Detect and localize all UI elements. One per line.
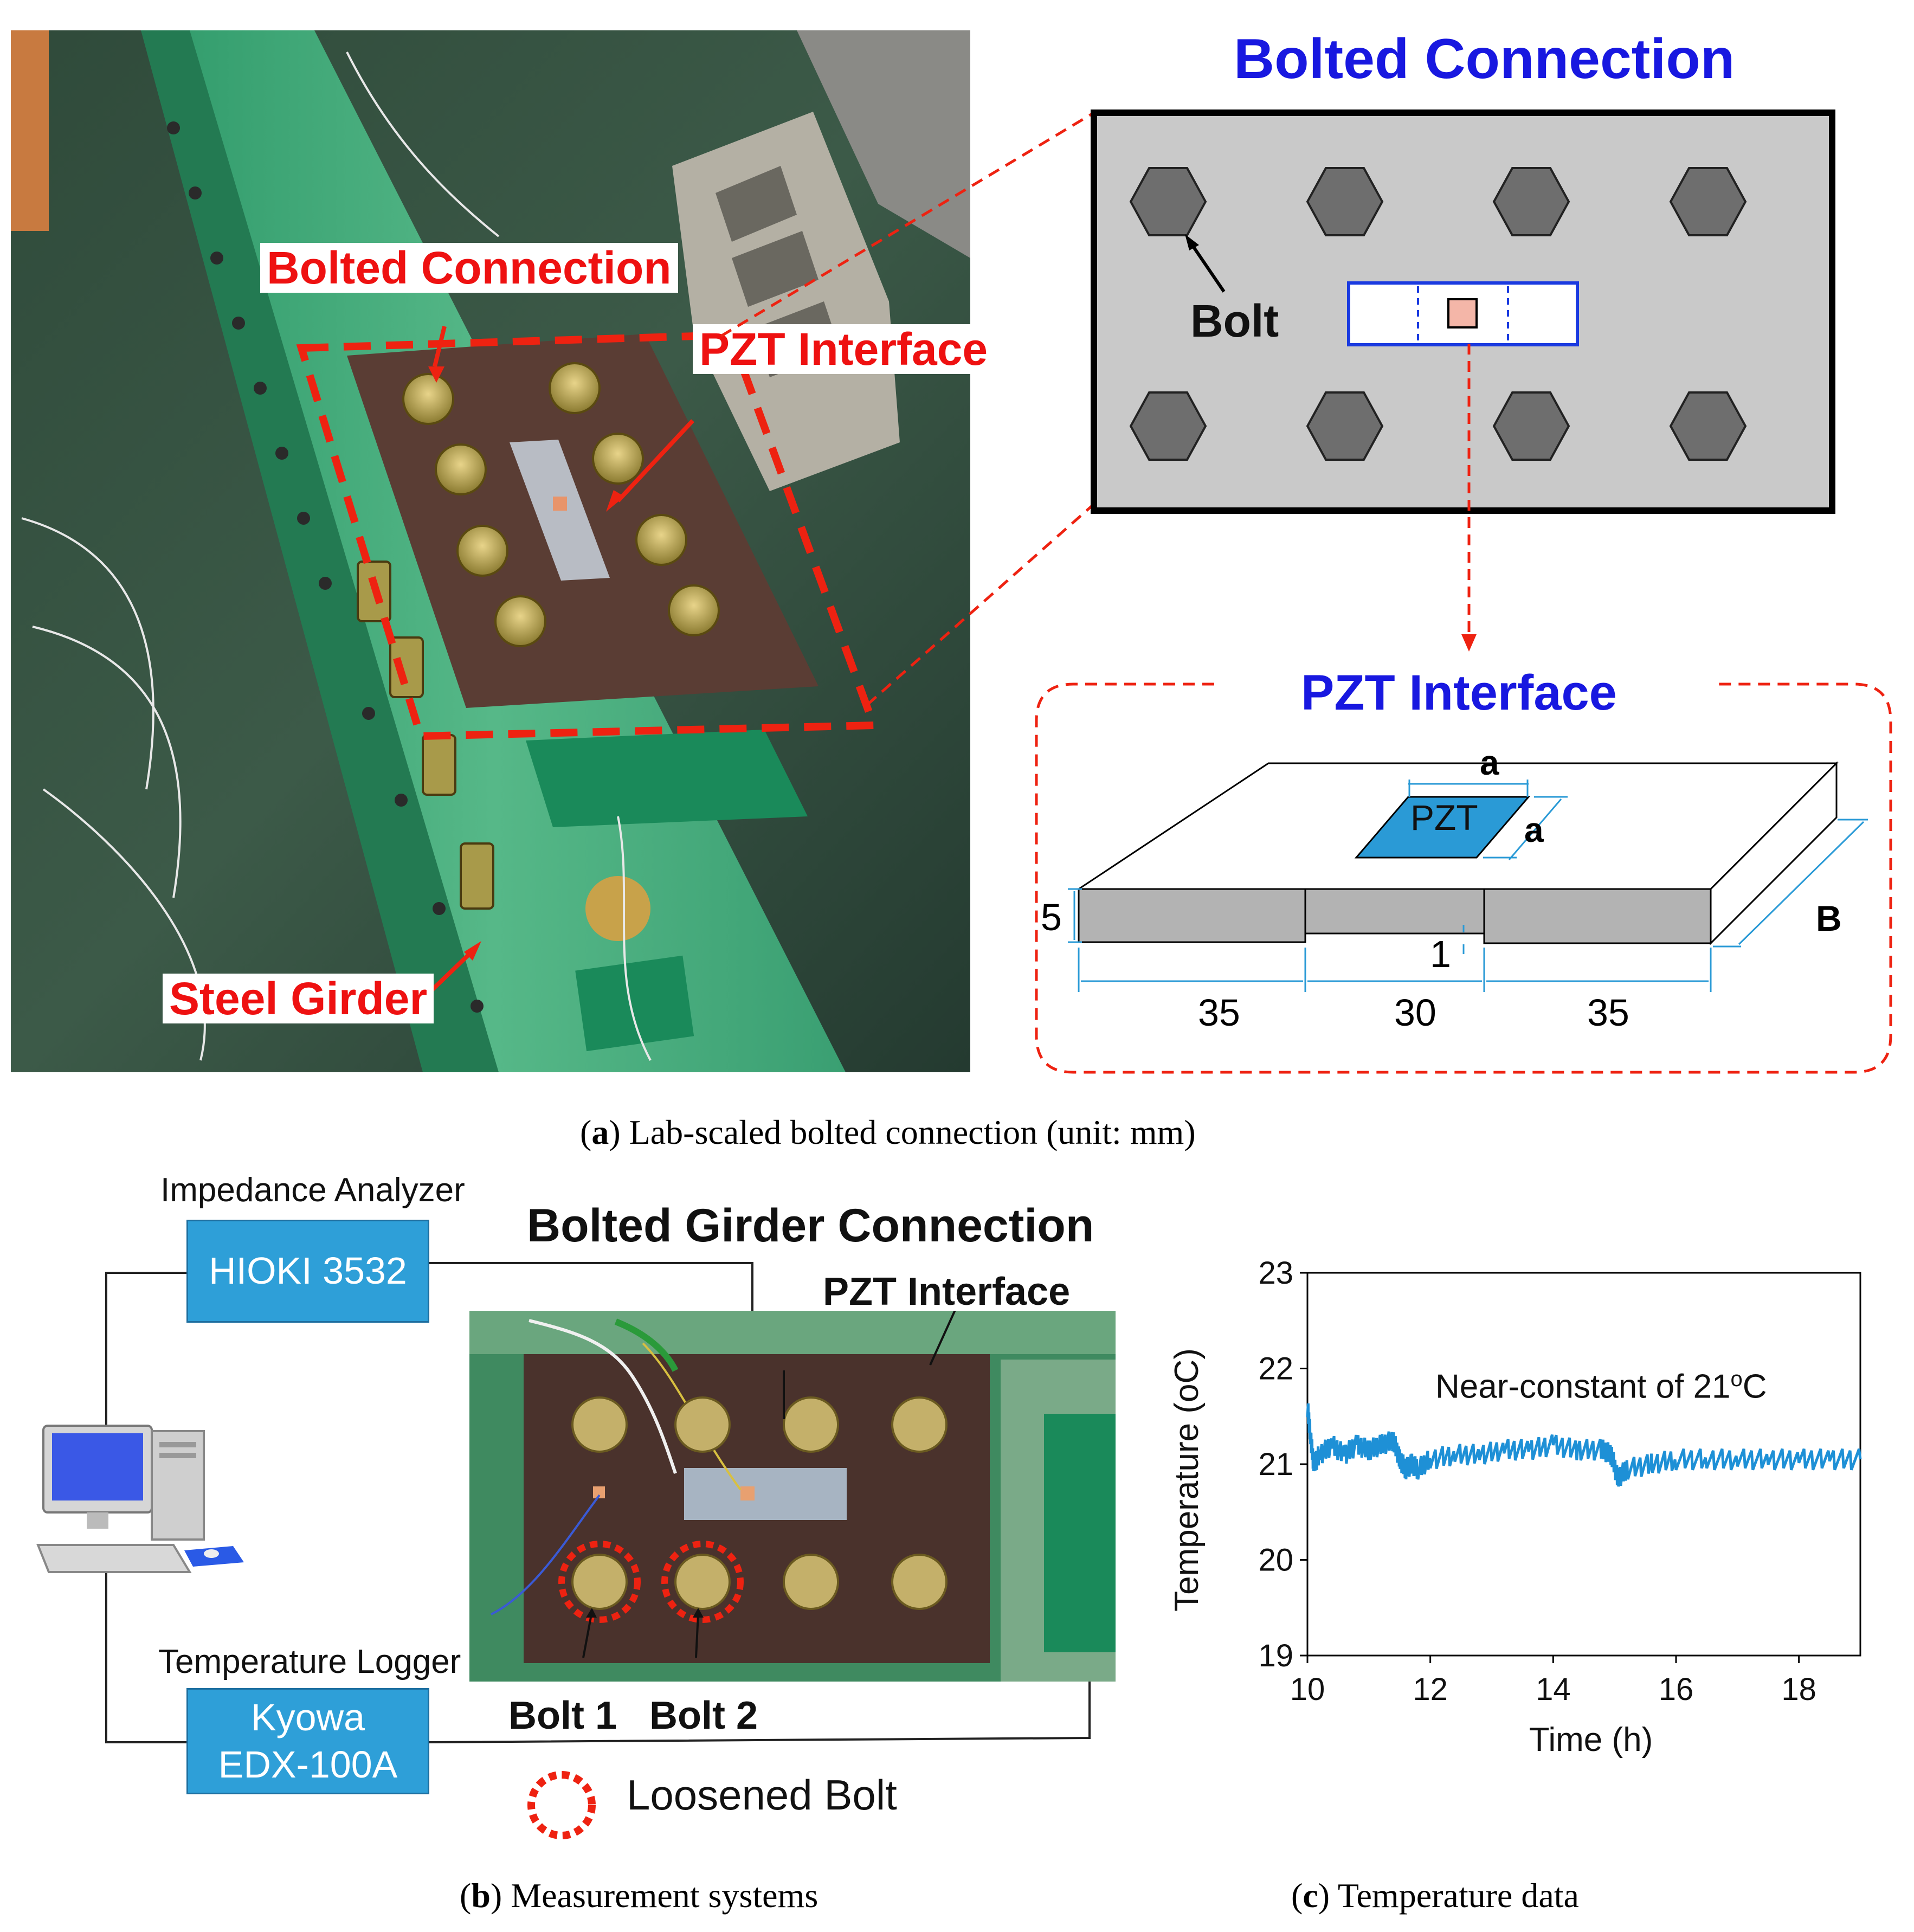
bolted-girder-photo-illustration: [469, 1311, 1116, 1682]
loosened-bolt-legend-icon: [527, 1771, 596, 1839]
y-tick-label: 21: [1258, 1447, 1293, 1482]
temperature-chart: 19 20 21 22 23 10 12 14 16 18 Temperature (oC) Ti…: [1168, 1255, 1862, 1759]
chart-annotation-unit: C: [1742, 1368, 1767, 1406]
dim-groove: 1: [1430, 933, 1451, 975]
x-axis-label: Time (h): [1529, 1721, 1653, 1759]
pzt-interface-photo-label: PZT Interface: [693, 324, 995, 374]
bolt-label: Bolt: [1190, 295, 1279, 346]
bolt-hexagons: [1129, 167, 1747, 461]
chart-annotation-text: Near-constant of 21: [1435, 1368, 1731, 1406]
y-tick-label: 23: [1258, 1255, 1293, 1291]
pzt-interface-3d-drawing: [1068, 761, 1868, 992]
caption-b-letter: b: [471, 1876, 491, 1915]
impedance-analyzer-device: HIOKI 3532: [209, 1250, 407, 1292]
caption-c-text: Temperature data: [1330, 1876, 1579, 1915]
pzt-detail-title: PZT Interface: [1301, 665, 1617, 720]
caption-a: (a) Lab-scaled bolted connection (unit: …: [580, 1113, 1196, 1151]
computer-icon: [36, 1425, 244, 1573]
dim-mid: 30: [1394, 991, 1436, 1034]
caption-a-text: Lab-scaled bolted connection (unit: mm): [620, 1113, 1196, 1151]
chart-series: [1306, 1403, 1862, 1487]
x-tick-label: 14: [1536, 1672, 1571, 1707]
dim-b: B: [1816, 898, 1842, 938]
dim-a-side: a: [1524, 810, 1544, 849]
caption-a-letter: a: [591, 1113, 609, 1151]
bolt-1-label: Bolt 1: [508, 1694, 617, 1737]
chart-annotation: Near-constant of 21oC: [1435, 1367, 1767, 1406]
caption-b: (b) Measurement systems: [460, 1876, 819, 1915]
chart-annotation-sup: o: [1730, 1367, 1743, 1391]
logger-device-line1: Kyowa: [250, 1696, 365, 1738]
loosened-bolt-legend-label: Loosened Bolt: [627, 1771, 897, 1819]
pzt-patch-label: PZT: [1410, 797, 1478, 838]
dim-thickness: 5: [1041, 896, 1062, 938]
x-tick-label: 18: [1781, 1672, 1816, 1707]
dim-left: 35: [1198, 991, 1240, 1034]
schematic-title: Bolted Connection: [1234, 28, 1735, 91]
bolt-2-label: Bolt 2: [649, 1694, 758, 1737]
x-tick-label: 12: [1413, 1672, 1448, 1707]
y-tick-label: 19: [1258, 1638, 1293, 1673]
y-tick-label: 22: [1258, 1351, 1293, 1387]
pzt-interface-photo-b-label: PZT Interface: [823, 1270, 1071, 1313]
y-axis-label: Temperature (oC): [1168, 1348, 1206, 1612]
temperature-series-line: [1306, 1403, 1862, 1487]
temperature-logger-box: Kyowa EDX-100A: [186, 1688, 429, 1794]
bolted-connection-schematic: [1091, 110, 1835, 514]
x-tick-label: 10: [1290, 1672, 1325, 1707]
caption-b-text: Measurement systems: [502, 1876, 819, 1915]
impedance-analyzer-box: HIOKI 3532: [186, 1220, 429, 1323]
dim-right: 35: [1587, 991, 1629, 1034]
chart-ticks: 19 20 21 22 23 10 12 14 16 18: [1258, 1255, 1816, 1707]
temperature-logger-label: Temperature Logger: [158, 1643, 461, 1680]
bolted-girder-photo: [469, 1311, 1116, 1682]
x-tick-label: 16: [1659, 1672, 1694, 1707]
detail-arrow: [1461, 344, 1477, 652]
caption-c: (c) Temperature data: [1291, 1876, 1579, 1915]
impedance-analyzer-label: Impedance Analyzer: [160, 1171, 465, 1209]
y-tick-label: 20: [1258, 1543, 1293, 1578]
pzt-detail-frame: [1035, 682, 1892, 1074]
caption-c-letter: c: [1303, 1876, 1318, 1915]
girder-photo-title: Bolted Girder Connection: [527, 1200, 1094, 1252]
bolted-connection-photo-label: Bolted Connection: [260, 243, 678, 293]
dim-a-top: a: [1480, 743, 1499, 782]
logger-device-line2: EDX-100A: [218, 1743, 398, 1786]
steel-girder-photo-label: Steel Girder: [163, 974, 434, 1023]
